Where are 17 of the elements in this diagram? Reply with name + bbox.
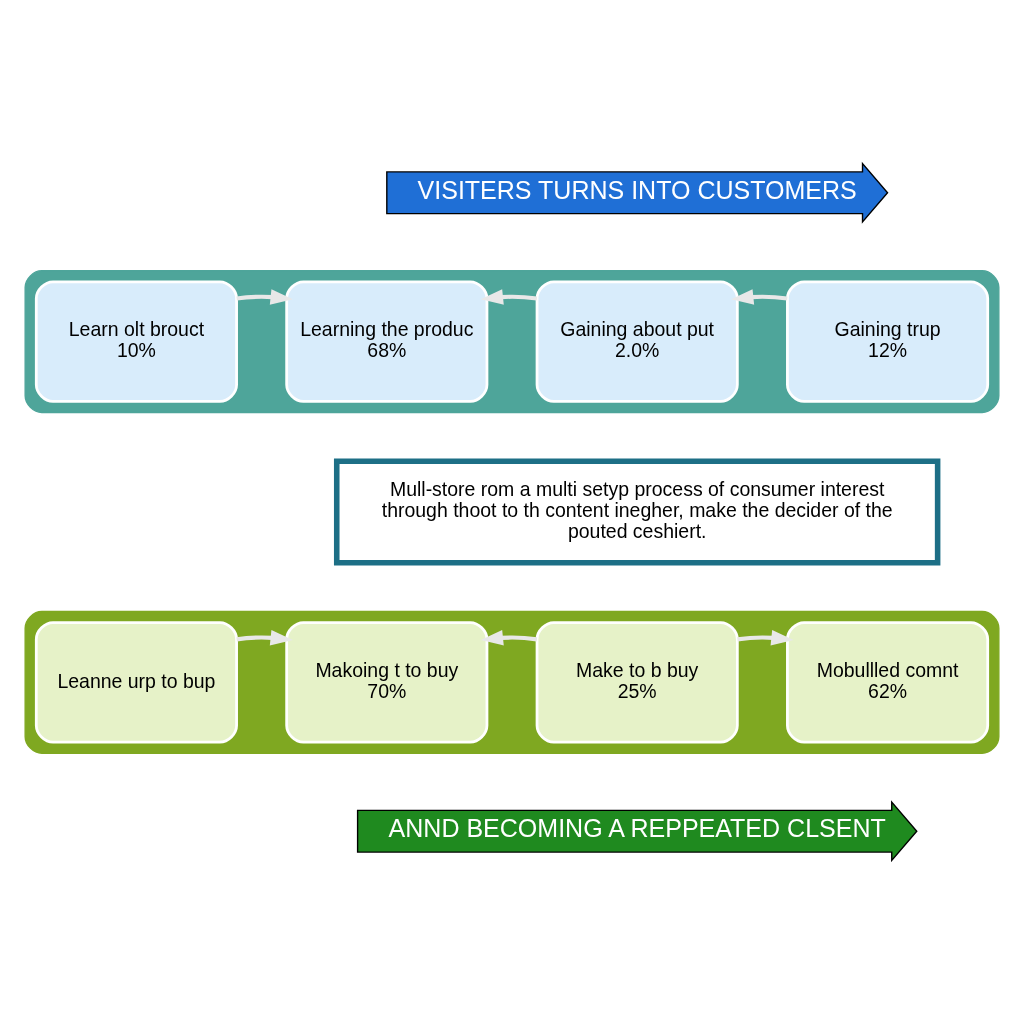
- arrow: [737, 629, 794, 646]
- node-box: Learn olt brouct 10%: [34, 280, 238, 403]
- node-box: Mobullled comnt 62%: [786, 621, 990, 744]
- node-box: Mull-store rom a multi setyp process of consumer interest through thoot to th content inegher, make the decider of the pouted ceshiert.: [333, 458, 941, 566]
- arrow: [480, 629, 538, 646]
- arrow: [236, 629, 293, 646]
- node-box: Learning the produc 68%: [285, 280, 489, 403]
- node-box: Makoing t to buy 70%: [285, 621, 489, 744]
- arrow: [236, 289, 293, 305]
- cluster: [24, 610, 1000, 755]
- node-box: Gaining about put 2.0%: [535, 280, 739, 403]
- arrow: [731, 289, 788, 305]
- arrow: [480, 289, 538, 305]
- node-box: Leanne urp to bup: [34, 621, 238, 744]
- node-box: Make to b buy 25%: [535, 621, 739, 744]
- node-box: Gaining trup 12%: [786, 280, 990, 403]
- cluster: [24, 269, 1000, 414]
